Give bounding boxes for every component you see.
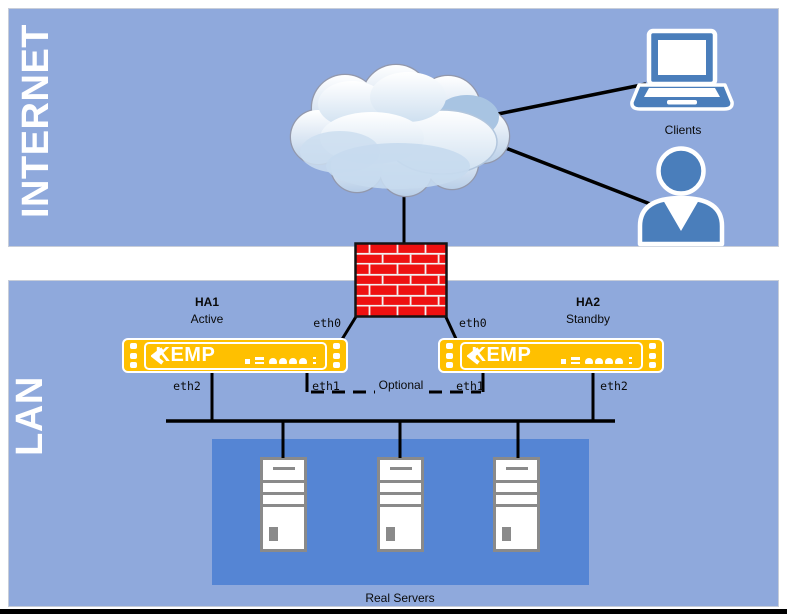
server-drive — [269, 527, 278, 541]
kemp-front-panel: KEMP — [459, 341, 643, 370]
ha1-eth1-label: eth1 — [312, 379, 340, 393]
ha2-eth1-label: eth1 — [456, 379, 484, 393]
real-servers-panel — [212, 439, 589, 585]
server-vent — [505, 467, 528, 470]
kemp-indicator-leds — [245, 356, 316, 364]
kemp-chevron-icon — [466, 346, 480, 365]
connector-lines — [166, 82, 659, 458]
server-tower — [260, 457, 307, 552]
diagram-bottom-border — [0, 609, 787, 614]
ha1-name-label: HA1 — [194, 295, 219, 309]
ha2-eth2-label: eth2 — [600, 379, 628, 393]
firewall-icon — [354, 242, 448, 318]
kemp-loadbalancer-ha2: KEMP — [438, 338, 664, 373]
firewall-to-ha2-eth0-link — [443, 314, 459, 342]
lan-zone-label: LAN — [9, 376, 51, 456]
clients-label: Clients — [664, 123, 702, 137]
kemp-chevron-icon — [150, 346, 164, 365]
kemp-ports-right — [327, 340, 346, 371]
firewall-to-ha1-eth0-link — [339, 314, 359, 342]
ha2-role-label: Standby — [565, 312, 611, 326]
server-drive — [386, 527, 395, 541]
ha2-name-label: HA2 — [575, 295, 600, 309]
real-servers-label: Real Servers — [365, 591, 435, 605]
kemp-ports-right — [643, 340, 662, 371]
kemp-ports-left — [124, 340, 143, 371]
kemp-loadbalancer-ha1: KEMP — [122, 338, 348, 373]
internet-zone-label: INTERNET — [15, 24, 57, 218]
laptop-icon — [630, 28, 734, 111]
server-drive — [502, 527, 511, 541]
ha1-role-label: Active — [190, 312, 224, 326]
person-icon — [637, 146, 725, 247]
kemp-brand-text: KEMP — [471, 344, 532, 366]
kemp-indicator-leds — [561, 356, 632, 364]
kemp-brand-text: KEMP — [155, 344, 216, 366]
ha1-eth0-label: eth0 — [313, 316, 341, 330]
optional-link-label: Optional — [378, 378, 424, 392]
ha1-eth2-label: eth2 — [173, 379, 201, 393]
kemp-logo: KEMP — [466, 344, 532, 367]
server-tower — [493, 457, 540, 552]
internet-cloud-icon — [289, 63, 511, 198]
server-vent — [389, 467, 412, 470]
cloud-to-laptop-link — [497, 82, 647, 116]
server-vent — [272, 467, 295, 470]
cloud-to-person-link — [502, 145, 659, 209]
kemp-front-panel: KEMP — [143, 341, 327, 370]
ha2-eth0-label: eth0 — [459, 316, 487, 330]
kemp-ports-left — [440, 340, 459, 371]
server-tower — [377, 457, 424, 552]
kemp-logo: KEMP — [150, 344, 216, 367]
